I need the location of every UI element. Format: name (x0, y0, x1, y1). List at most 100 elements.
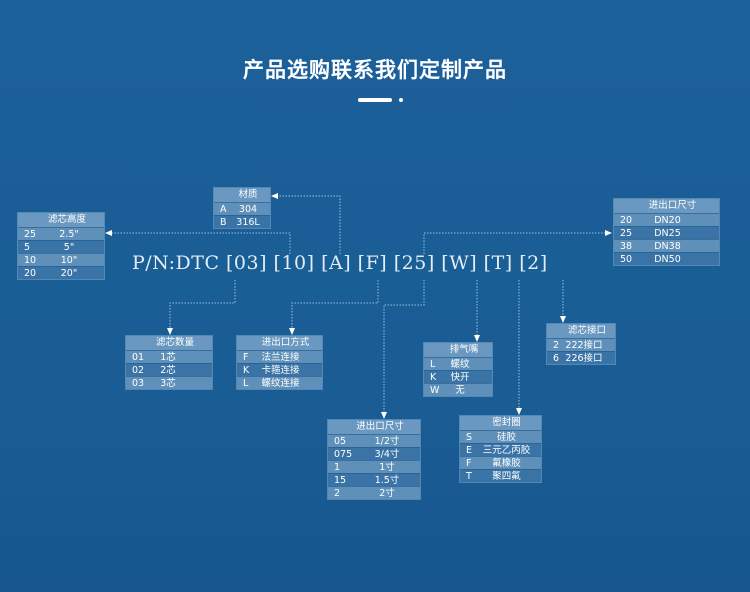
option-description: 法兰连接 (261, 352, 300, 363)
option-description: 304 (238, 204, 258, 215)
option-description: 卡箍连接 (261, 365, 300, 376)
option-code: L (243, 378, 249, 389)
option-description: 1寸 (379, 462, 395, 473)
option-code: B (220, 217, 227, 228)
dn-table: 进出口尺寸 20 DN20 25 DN25 38 DN38 50 DN50 (613, 198, 720, 266)
table-header: 进出口方式 (237, 336, 322, 350)
option-code: 38 (620, 241, 633, 252)
option-code: 02 (132, 365, 145, 376)
option-description: 三元乙丙胶 (482, 445, 531, 456)
option-description: 螺纹 (450, 359, 470, 370)
table-row: 25 DN25 (614, 226, 719, 239)
arrow-icon (289, 328, 295, 335)
option-description: 1芯 (160, 352, 176, 363)
table-row: B 316L (214, 215, 270, 228)
option-description: 无 (455, 385, 465, 396)
line-height (110, 232, 291, 254)
arrow-icon (516, 408, 522, 415)
table-row: L 螺纹 (424, 357, 492, 370)
table-row: 075 3/4寸 (328, 447, 420, 460)
line-conn (291, 280, 379, 330)
vent-table: 排气嘴 L 螺纹 K 快开 W 无 (423, 342, 493, 397)
title-dot (399, 98, 403, 102)
option-description: 2芯 (160, 365, 176, 376)
option-code: 05 (334, 436, 347, 447)
table-row: A 304 (214, 202, 270, 215)
table-header: 排气嘴 (424, 343, 492, 357)
option-description: DN20 (654, 215, 681, 226)
table-row: 05 1/2寸 (328, 434, 420, 447)
option-description: 222接口 (565, 340, 603, 351)
option-code: 075 (334, 449, 353, 460)
line-material (276, 195, 341, 254)
option-code: 25 (24, 229, 37, 240)
option-description: 2.5" (59, 229, 79, 240)
table-row: 02 2芯 (126, 363, 212, 376)
option-code: 25 (620, 228, 633, 239)
option-description: 硅胶 (496, 432, 516, 443)
option-code: A (220, 204, 227, 215)
arrow-icon (605, 230, 612, 236)
option-code: 15 (334, 475, 347, 486)
option-description: 226接口 (565, 353, 603, 364)
option-code: K (430, 372, 437, 383)
table-header: 进出口尺寸 (614, 199, 719, 213)
arrow-icon (167, 328, 173, 335)
table-row: 6 226接口 (547, 351, 615, 364)
table-header: 滤芯接口 (547, 324, 615, 338)
option-description: 氟橡胶 (492, 458, 521, 469)
option-description: 2寸 (379, 488, 395, 499)
arrow-icon (560, 316, 566, 323)
option-code: W (430, 385, 440, 396)
option-description: 螺纹连接 (261, 378, 300, 389)
option-code: 20 (620, 215, 633, 226)
table-row: F 法兰连接 (237, 350, 322, 363)
option-code: 2 (553, 340, 560, 351)
option-code: 6 (553, 353, 560, 364)
option-description: 316L (236, 217, 260, 228)
title-underline (358, 98, 392, 102)
option-description: 1/2寸 (374, 436, 400, 447)
line-size (383, 280, 425, 414)
option-description: DN50 (654, 254, 681, 265)
option-code: 5 (24, 242, 31, 253)
line-qty (169, 280, 236, 330)
option-code: L (430, 359, 436, 370)
option-description: 快开 (450, 372, 470, 383)
option-code: F (243, 352, 249, 363)
page-title: 产品选购联系我们定制产品 (243, 58, 507, 82)
adapter-table: 滤芯接口 2 222接口 6 226接口 (546, 323, 616, 365)
table-header: 密封圈 (460, 416, 541, 430)
option-description: DN25 (654, 228, 681, 239)
option-code: 50 (620, 254, 633, 265)
arrow-icon (105, 230, 112, 236)
line-dn (423, 232, 606, 254)
table-row: 01 1芯 (126, 350, 212, 363)
table-header: 材质 (214, 188, 270, 202)
table-row: K 快开 (424, 370, 492, 383)
table-row: 2 222接口 (547, 338, 615, 351)
option-description: 3/4寸 (374, 449, 400, 460)
option-code: 01 (132, 352, 145, 363)
option-description: DN38 (654, 241, 681, 252)
option-code: 1 (334, 462, 341, 473)
table-row: 38 DN38 (614, 239, 719, 252)
option-description: 10" (60, 255, 78, 266)
